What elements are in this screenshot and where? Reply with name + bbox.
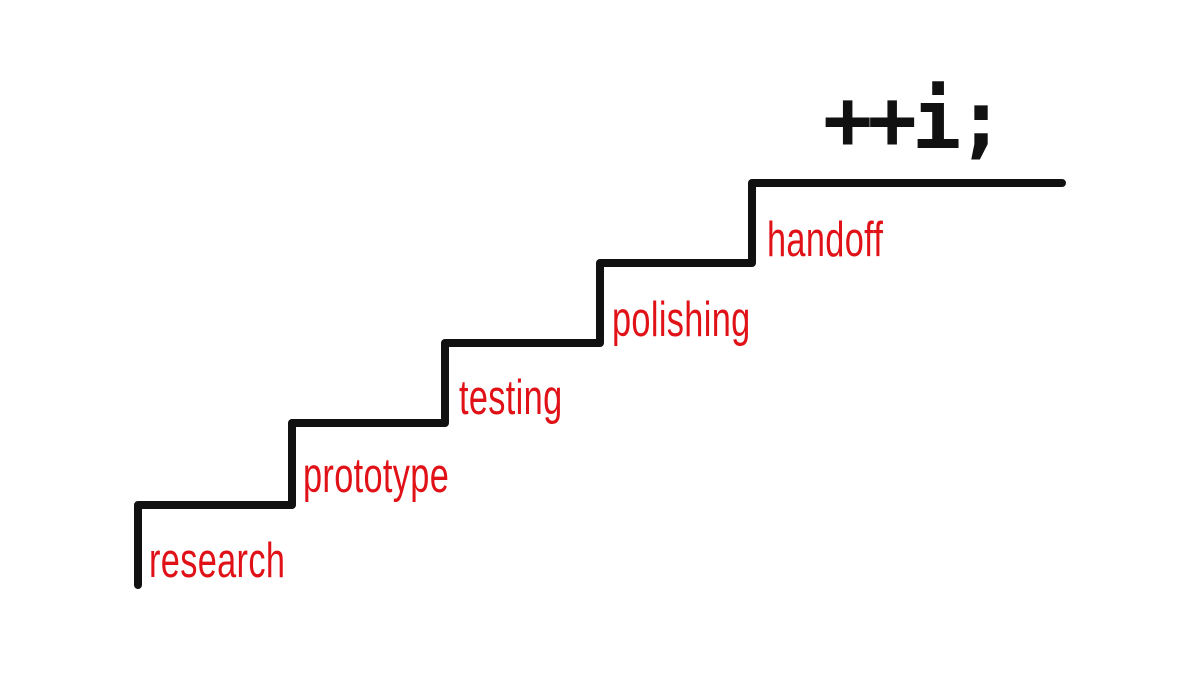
step-label-polishing: polishing (612, 293, 751, 347)
step-label-prototype: prototype (303, 449, 450, 503)
step-label-research: research (149, 534, 286, 588)
increment-code-text: ++i; (823, 73, 1006, 168)
step-label-handoff: handoff (767, 213, 884, 267)
step-label-testing: testing (459, 371, 563, 425)
staircase-path (134, 179, 1066, 589)
